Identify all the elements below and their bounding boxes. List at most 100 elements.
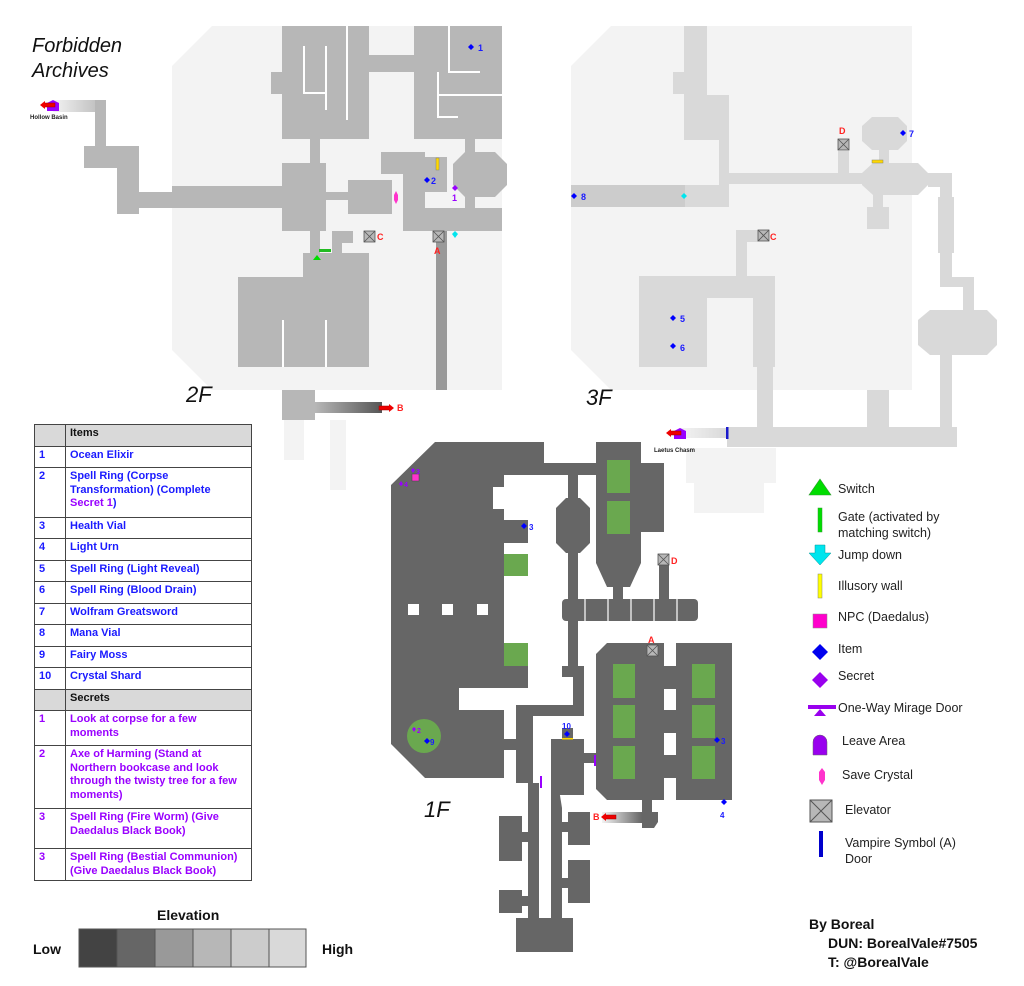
items-header: Items [65,424,252,447]
elevator-d-icon[interactable] [837,138,850,151]
npc-daedalus-icon[interactable] [411,473,420,482]
credit: By Boreal DUN: BorealVale#7505 T: @Borea… [809,915,977,972]
jump-corridor [436,231,447,390]
item-marker-icon[interactable] [521,523,527,529]
npc-square-icon [812,613,828,629]
item-label: 8 [581,192,586,202]
elevator-label: D [671,556,678,566]
legend-label: Illusory wall [838,579,903,593]
mirage-door-icon [808,705,836,709]
title-line-2: Archives [32,60,109,82]
item-marker-icon[interactable] [571,193,577,199]
item-marker-icon[interactable] [424,177,430,183]
item-diamond-icon [812,644,828,660]
elevation-scale [78,928,307,968]
floor-1f-rooms [391,442,732,952]
item-8-corridor [571,185,685,207]
item-marker-icon[interactable] [721,799,727,805]
jump-down-icon [681,193,687,199]
legend-icons [808,478,836,857]
floor-label-3f: 3F [586,385,612,410]
elevation-low-label: Low [33,941,61,957]
credit-discord: DUN: BorealVale#7505 [828,935,978,951]
map-title: Forbidden Archives [32,34,122,84]
item-marker-icon[interactable] [714,737,720,743]
elevator-c-icon[interactable] [757,229,770,242]
secret-label: 2 [417,728,421,735]
legend-label: Jump down [838,548,902,562]
legend-label: Save Crystal [842,768,913,782]
garden-beds [407,460,715,779]
elevation-title: Elevation [157,907,220,923]
item-marker-icon[interactable] [468,44,474,50]
jump-down-icon [452,231,458,238]
item-label: 3 [529,523,534,532]
exit-label-laetus-chasm: Laetus Chasm [654,448,695,454]
bookcase-walls [282,26,502,367]
item-label: 7 [909,129,914,139]
illusory-wall-icon [871,159,884,164]
illusory-wall-icon [562,738,573,740]
legend-label: Item [838,642,863,656]
secret-marker-icon[interactable] [452,185,458,191]
illusory-wall-icon [817,573,823,599]
switch-icon[interactable] [313,255,321,260]
floor-label-2f: 2F [186,382,212,407]
elevator-d-icon[interactable] [657,553,670,566]
legend-label: Gate (activated by matching switch) [838,510,940,540]
elevator-label: A [434,246,441,256]
elevator-label: D [839,126,846,136]
item-label: 3 [721,737,726,746]
leave-area-door-icon [812,734,828,756]
mirage-door-icon[interactable] [540,776,542,788]
elevator-c-icon[interactable] [363,230,376,243]
elevator-a-icon[interactable] [646,644,659,657]
legend-label: Vampire Symbol (A) Door [845,836,956,866]
vampire-door-icon [819,831,823,857]
secret-label: 4 [404,482,408,489]
credit-author: By Boreal [809,916,875,932]
mirage-door-icon[interactable] [594,755,596,766]
secret-marker-icon[interactable] [412,727,416,732]
secret-marker-icon[interactable] [411,468,415,473]
save-crystal-icon[interactable] [394,191,398,204]
item-marker-icon[interactable] [564,731,570,737]
elevation-swatch-1 [78,928,118,968]
item-label: 4 [720,811,725,820]
elevator-a-icon[interactable] [432,230,445,243]
elevation-swatch-2 [116,928,156,968]
legend-label: Leave Area [842,734,906,748]
elevation-swatch-4 [192,928,232,968]
legend-label: Elevator [845,803,891,817]
gate-icon [319,249,331,252]
illusory-wall-icon [435,157,440,171]
item-marker-icon[interactable] [900,130,906,136]
exit-label-hollow-basin: Hollow Basin [30,115,68,121]
jump-down-icon [808,544,832,566]
item-marker-icon[interactable] [424,738,430,744]
item-label: 2 [431,176,436,186]
floor-1f: D A B 3 4 3 2 9 10 3 4 [391,442,732,952]
secret-marker-icon[interactable] [399,481,403,486]
vampire-door-icon[interactable] [726,427,729,439]
item-label: 10 [562,722,571,731]
floor-2f: Hollow Basin 1 2 1 C A B [30,26,507,420]
title-line-1: Forbidden [32,35,123,57]
legend-label: Switch [838,482,875,496]
item-marker-icon[interactable] [670,315,676,321]
secret-label: 1 [452,193,457,203]
elevation-swatch-6 [268,928,307,968]
elevator-label: C [377,232,384,242]
item-marker-icon[interactable] [670,343,676,349]
secret-diamond-icon [812,672,828,688]
